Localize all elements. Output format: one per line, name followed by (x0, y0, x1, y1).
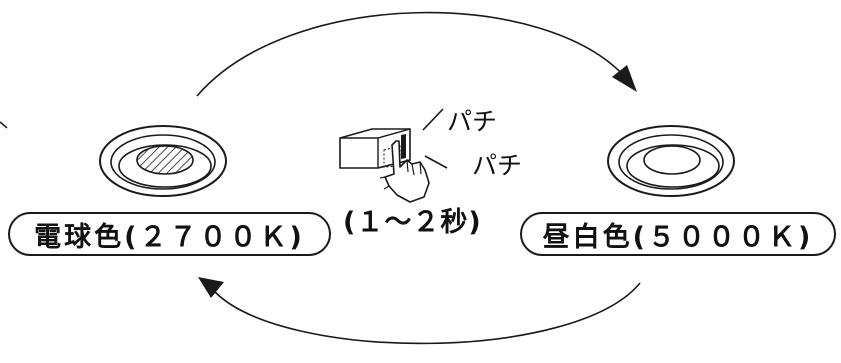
daylight-label: 昼白色(５０００Ｋ) (520, 212, 836, 256)
warm-light-label: 電球色(２７００Ｋ) (8, 212, 331, 256)
pointing-hand-icon (379, 140, 430, 203)
cycle-arrow-icon (196, 11, 637, 97)
sound-label-2: パチ (472, 151, 523, 180)
duration-label: (１～２秒) (343, 207, 482, 238)
downlight-icon (99, 125, 227, 197)
cycle-arrow-icon (198, 277, 641, 345)
sound-label-1: パチ (447, 107, 498, 136)
downlight-icon (607, 125, 735, 197)
